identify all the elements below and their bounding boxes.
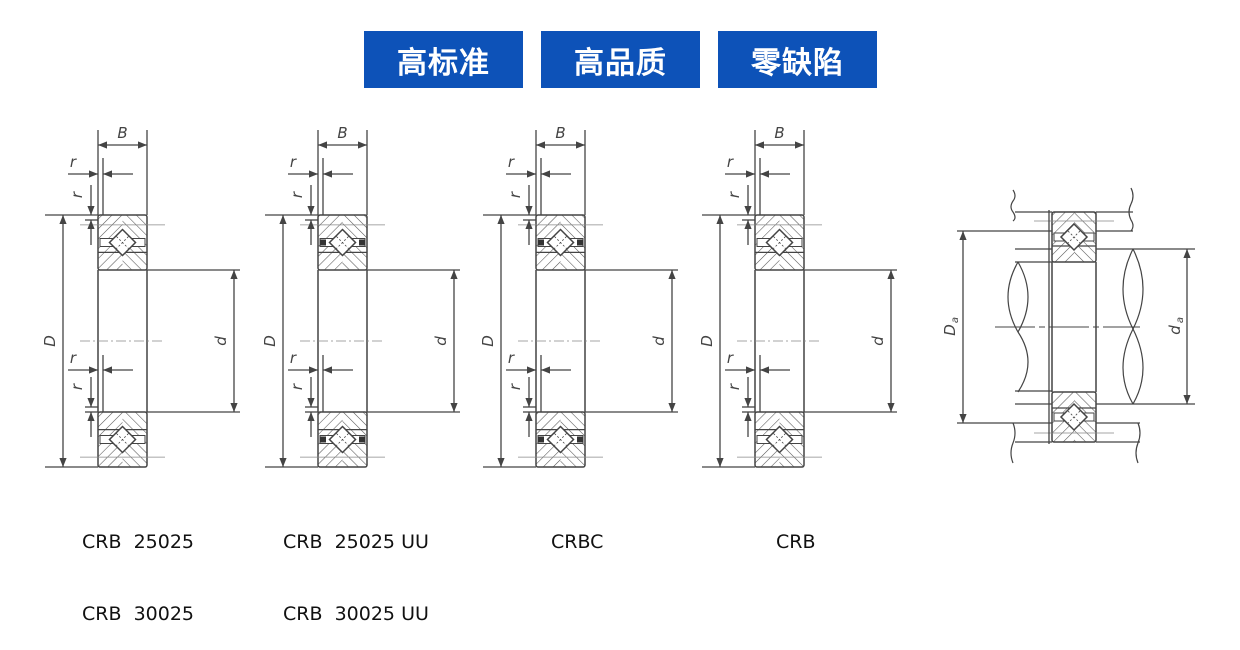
section-outline <box>754 411 805 468</box>
label-da: d <box>1166 325 1184 335</box>
ring-cross-section <box>1034 391 1114 443</box>
roller-crosshatch <box>1067 230 1081 244</box>
label-d: d <box>869 336 887 346</box>
roller-crosshatch <box>1067 410 1081 424</box>
label-r: r <box>725 383 743 390</box>
caption-drawing-4: CRB <box>776 482 816 578</box>
ring-cross-section <box>737 411 822 468</box>
badge-zero-defect: 零缺陷 <box>718 31 877 88</box>
caption-line: CRB 30025 <box>82 603 195 625</box>
roller-crosshatch <box>336 433 349 446</box>
shaft-break-right <box>1122 248 1144 405</box>
ring-cross-section <box>80 214 165 271</box>
label-r: r <box>727 153 734 171</box>
label-D: D <box>698 335 716 347</box>
label-r: r <box>70 349 77 367</box>
seal-right <box>359 436 365 443</box>
badge-high-quality: 高品质 <box>541 31 700 88</box>
seal-right <box>359 239 365 246</box>
roller-crosshatch <box>773 236 786 249</box>
label-d: d <box>212 336 230 346</box>
label-r: r <box>506 191 524 198</box>
label-r: r <box>508 153 515 171</box>
ring-cross-section <box>518 411 603 468</box>
seal-left <box>320 436 326 443</box>
ring-cross-section <box>1034 211 1114 263</box>
label-B: B <box>337 124 347 142</box>
roller-crosshatch <box>116 236 129 249</box>
section-outline <box>535 214 586 271</box>
break-line <box>1135 422 1141 464</box>
label-Da: D <box>941 324 959 336</box>
roller-crosshatch <box>554 433 567 446</box>
label-r: r <box>288 191 306 198</box>
seal-left <box>538 239 544 246</box>
label-d: d <box>432 336 450 346</box>
label-D: D <box>261 335 279 347</box>
roller-crosshatch <box>773 433 786 446</box>
label-r: r <box>727 349 734 367</box>
seal-left <box>320 239 326 246</box>
caption-drawing-1: CRB 25025 CRB 30025 <box>82 482 194 650</box>
label-r: r <box>68 383 86 390</box>
section-outline <box>1051 211 1097 263</box>
label-da-sub: a <box>1175 317 1186 323</box>
label-B: B <box>555 124 565 142</box>
ring-cross-section <box>737 214 822 271</box>
label-B: B <box>117 124 127 142</box>
roller-crosshatch <box>116 433 129 446</box>
section-outline <box>317 214 368 271</box>
label-D: D <box>41 335 59 347</box>
ring-cross-section <box>300 411 385 468</box>
label-r: r <box>290 153 297 171</box>
label-Da-sub: a <box>950 317 961 323</box>
label-r: r <box>508 349 515 367</box>
label-r: r <box>288 383 306 390</box>
label-r: r <box>68 191 86 198</box>
seal-right <box>577 436 583 443</box>
break-line <box>1010 189 1016 222</box>
shaft-break-left <box>1017 261 1029 333</box>
section-outline <box>754 214 805 271</box>
break-line <box>1010 422 1016 464</box>
section-outline <box>535 411 586 468</box>
section-outline <box>1051 391 1097 443</box>
section-outline <box>97 214 148 271</box>
ring-cross-section <box>80 411 165 468</box>
badge-high-standard: 高标准 <box>364 31 523 88</box>
caption-line: CRBC <box>551 531 604 553</box>
roller-crosshatch <box>554 236 567 249</box>
label-d: d <box>650 336 668 346</box>
ring-cross-section <box>300 214 385 271</box>
seal-left <box>538 436 544 443</box>
caption-line: CRB 25025 UU <box>283 531 429 553</box>
label-r: r <box>506 383 524 390</box>
label-r: r <box>290 349 297 367</box>
label-D: D <box>479 335 497 347</box>
caption-drawing-3: CRBC <box>551 482 603 578</box>
label-r: r <box>725 191 743 198</box>
caption-drawing-2: CRB 25025 UU CRB 30025 UU <box>283 482 429 650</box>
label-B: B <box>774 124 784 142</box>
ring-cross-section <box>518 214 603 271</box>
break-line <box>1128 187 1134 232</box>
caption-line: CRB <box>776 531 816 553</box>
roller-crosshatch <box>336 236 349 249</box>
shaft-break-right <box>1122 248 1144 405</box>
section-outline <box>97 411 148 468</box>
caption-line: CRB 30025 UU <box>283 603 429 625</box>
section-outline <box>317 411 368 468</box>
label-r: r <box>70 153 77 171</box>
caption-line: CRB 25025 <box>82 531 195 553</box>
seal-right <box>577 239 583 246</box>
